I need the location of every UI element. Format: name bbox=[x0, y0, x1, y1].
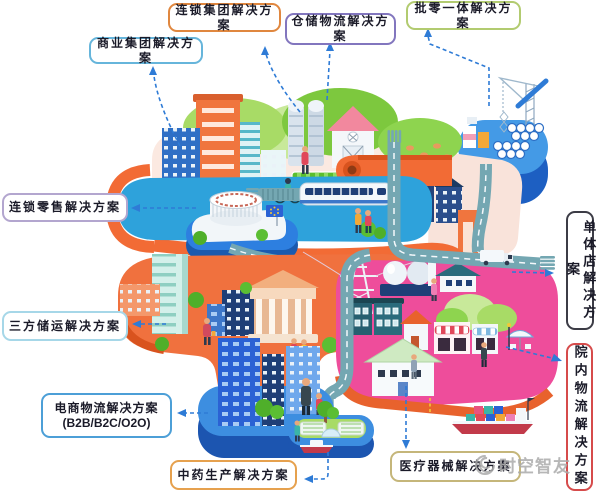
callout-tcm-production-solution: 中药生产解决方案 bbox=[170, 460, 297, 490]
grain-silos bbox=[288, 100, 324, 166]
island-person bbox=[294, 420, 300, 442]
callout-single-store-solution: 单体店解决方案 bbox=[565, 211, 597, 330]
arrow-single-store bbox=[511, 271, 549, 274]
cargo-crates bbox=[463, 117, 489, 148]
callout-chain-retail-solution: 连锁零售解决方案 bbox=[2, 193, 128, 222]
crane-icon bbox=[497, 76, 549, 133]
callout-label: 中药生产解决方案 bbox=[177, 467, 290, 482]
navy-building bbox=[207, 290, 254, 336]
arrow-wholesale-retail bbox=[427, 35, 490, 106]
callout-warehouse-logistics-solution: 仓储物流解决方案 bbox=[285, 13, 396, 45]
callout-label: 院内物流解决方案 bbox=[572, 345, 588, 489]
small-boat bbox=[300, 440, 333, 453]
colosseum bbox=[209, 191, 263, 226]
white-green-house bbox=[363, 338, 443, 396]
shopper-person bbox=[203, 318, 216, 345]
farm-person bbox=[301, 146, 309, 174]
callout-label: 三方储运解决方案 bbox=[8, 318, 121, 333]
callout-wholesale-retail-solution: 批零一体解决方案 bbox=[406, 1, 521, 30]
arrow-heads bbox=[131, 28, 562, 483]
watermark: 时空智友 bbox=[474, 452, 571, 477]
stadium-island bbox=[186, 191, 333, 279]
teal-roof-house bbox=[435, 263, 481, 292]
callout-label: 单体店解决方案 bbox=[565, 219, 597, 322]
shops bbox=[434, 322, 498, 354]
swirl-logo-icon bbox=[475, 454, 495, 475]
container-ship bbox=[452, 398, 535, 434]
arrow-chain-group bbox=[265, 53, 301, 113]
callout-sublabel: (B2B/B2C/O2O) bbox=[62, 415, 151, 430]
rail-road bbox=[246, 182, 396, 206]
river-people bbox=[355, 208, 372, 233]
arrow-hospital bbox=[505, 346, 557, 360]
arrow-tcm bbox=[310, 452, 329, 480]
callout-hospital-logistics-solution: 院内物流解决方案 bbox=[566, 343, 593, 491]
tree bbox=[317, 401, 339, 423]
pink-island-people bbox=[411, 278, 487, 379]
callout-label: 仓储物流解决方案 bbox=[291, 14, 390, 43]
delivery-truck bbox=[480, 250, 513, 266]
callout-arrows bbox=[137, 35, 557, 480]
callout-label: 连锁零售解决方案 bbox=[8, 200, 121, 214]
containers bbox=[466, 406, 515, 422]
low-orange-building bbox=[120, 284, 160, 316]
pink-island bbox=[302, 251, 558, 419]
classical-temple bbox=[247, 270, 319, 343]
storage-tanks bbox=[380, 260, 436, 296]
road-network bbox=[320, 130, 555, 411]
callout-ecommerce-logistics-solution: 电商物流解决方案 (B2B/B2C/O2O) bbox=[41, 393, 172, 438]
callout-label: 连锁集团解决方案 bbox=[175, 2, 274, 32]
street-lamp bbox=[507, 323, 511, 350]
greenhouse-island bbox=[288, 401, 374, 458]
callout-commercial-group-solution: 商业集团解决方案 bbox=[89, 35, 203, 65]
callout-chain-group-solution: 连锁集团解决方案 bbox=[168, 3, 281, 32]
callout-label: 批零一体解决方案 bbox=[414, 0, 513, 30]
barrel-stacks bbox=[492, 122, 545, 160]
arrow-warehouse bbox=[326, 49, 331, 101]
callout-label: 商业集团解决方案 bbox=[96, 35, 195, 65]
orange-tower bbox=[193, 94, 243, 186]
callout-label: 电商物流解决方案 bbox=[54, 400, 159, 415]
star-flag bbox=[266, 205, 283, 226]
watermark-text: 时空智友 bbox=[499, 457, 571, 476]
blue-tower bbox=[162, 128, 200, 186]
arrow-commercial-group bbox=[153, 75, 181, 147]
train bbox=[299, 182, 393, 206]
callout-third-party-storage-solution: 三方储运解决方案 bbox=[2, 311, 128, 341]
